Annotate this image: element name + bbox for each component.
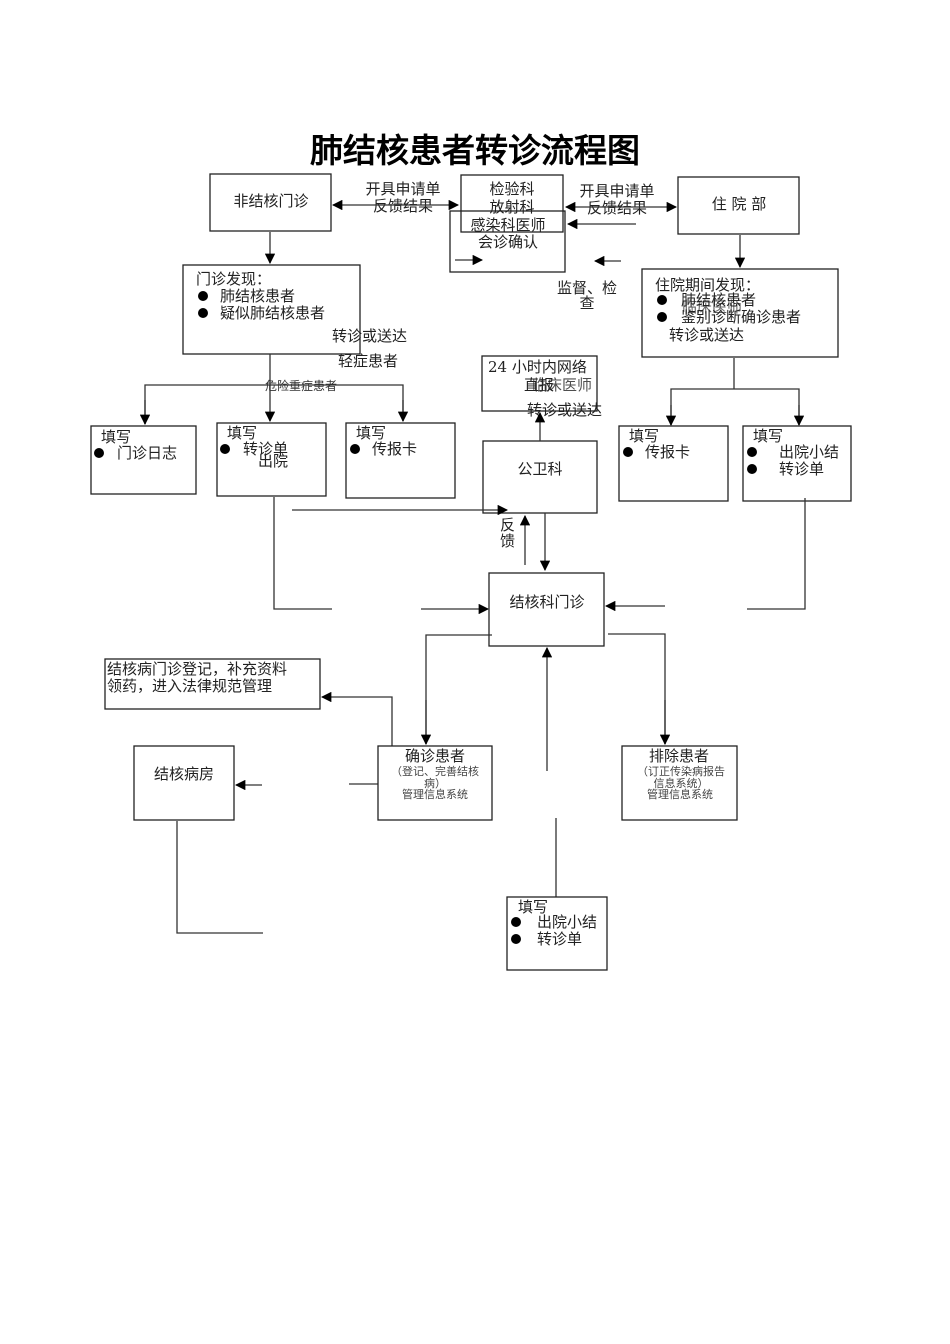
confirmed-sub: （登记、完善结核 — [391, 764, 479, 778]
node-outpatient-findings: 门诊发现： 肺结核患者 疑似肺结核患者 — [182, 264, 361, 355]
findings-item: 疑似肺结核患者 — [220, 304, 325, 322]
excluded-sub: （订正传染病报告 — [637, 764, 725, 778]
findings-heading: 住院期间发现： — [655, 276, 760, 294]
node-fill-referral: 填写 转诊单 出院 — [216, 422, 327, 497]
registration-line: 领药，进入法律规范管理 — [107, 677, 272, 695]
bullet-icon — [198, 291, 208, 301]
findings-footer: 转诊或送达 — [669, 326, 744, 344]
node-inpatient: 住 院 部 — [677, 176, 800, 235]
fill-item: 转诊单 — [537, 930, 582, 948]
line-to-excluded — [608, 633, 666, 744]
node-non-tb-clinic: 非结核门诊 — [209, 173, 332, 232]
node-fill-log: 填写 门诊日志 — [90, 425, 197, 495]
arrow-to-registration — [320, 691, 393, 746]
findings-overlay: 临床医师 — [682, 298, 742, 316]
branch-line — [670, 388, 800, 425]
bullet-icon — [511, 934, 521, 944]
node-label: 会诊确认 — [478, 233, 538, 251]
fill-item: 出院小结 — [779, 443, 839, 461]
node-lab-radiology: 检验科 放射科 — [460, 174, 564, 233]
node-fill-discharge-bottom: 填写 出院小结 转诊单 — [506, 896, 608, 971]
report-overlay: 临床医师 — [532, 376, 592, 394]
findings-item: 肺结核患者 — [220, 287, 295, 305]
node-label: 非结核门诊 — [233, 192, 308, 210]
node-inpatient-findings: 住院期间发现： 肺结核患者 临床医师 鉴别诊断确诊患者 转诊或送达 — [641, 268, 839, 358]
confirmed-heading: 确诊患者 — [405, 747, 465, 765]
node-label: 放射科 — [489, 198, 534, 216]
line-discharge-down — [747, 498, 806, 610]
bullet-icon — [657, 295, 667, 305]
bullet-icon — [511, 917, 521, 927]
line-referral-down — [273, 497, 332, 610]
node-label: 结核病房 — [154, 765, 214, 783]
fill-heading: 填写 — [227, 424, 257, 442]
fill-item: 门诊日志 — [117, 444, 177, 462]
excluded-sub: 信息系统） — [654, 776, 709, 790]
node-label: 感染科医师 — [470, 216, 545, 234]
fill-item: 出院小结 — [537, 913, 597, 931]
fill-heading: 填写 — [101, 428, 131, 446]
label-mild: 轻症患者 — [338, 352, 398, 370]
label-feedback: 反 — [500, 516, 515, 534]
node-confirmed: 确诊患者 （登记、完善结核 病） 管理信息系统 — [377, 745, 493, 821]
label-apply-left: 开具申请单 — [365, 180, 440, 198]
line-to-confirmed — [425, 634, 492, 744]
fill-heading: 填写 — [753, 427, 783, 445]
label-supervise-2: 查 — [579, 294, 594, 312]
report-line2: 直报 — [524, 376, 554, 394]
node-label: 检验科 — [489, 180, 534, 198]
node-excluded: 排除患者 （订正传染病报告 信息系统） 管理信息系统 — [621, 745, 738, 821]
report-line1: 24 小时内网络 — [488, 358, 587, 376]
excluded-heading: 排除患者 — [649, 747, 709, 765]
findings-item: 鉴别诊断确诊患者 — [681, 308, 801, 326]
bullet-icon — [747, 464, 757, 474]
label-refer-or-send: 转诊或送达 — [332, 327, 407, 345]
fill-heading: 填写 — [356, 424, 386, 442]
fill-overlay: 出院 — [258, 452, 288, 470]
bullet-icon — [747, 447, 757, 457]
node-report-24h: 24 小时内网络 直报 临床医师 — [481, 355, 598, 412]
label-feedback-right: 反馈结果 — [587, 199, 647, 217]
fill-item: 传报卡 — [372, 440, 417, 458]
page-title: 肺结核患者转诊流程图 — [310, 131, 640, 170]
node-tb-registration: 结核病门诊登记，补充资料 领药，进入法律规范管理 — [104, 658, 321, 710]
node-fill-discharge-right: 填写 出院小结 转诊单 — [742, 425, 852, 502]
node-public-health: 公卫科 — [482, 440, 598, 514]
node-label: 结核科门诊 — [509, 593, 584, 611]
bullet-icon — [198, 308, 208, 318]
fill-heading: 填写 — [518, 898, 548, 916]
node-tb-ward: 结核病房 — [133, 745, 235, 821]
findings-heading: 门诊发现： — [196, 270, 271, 288]
fill-item: 转诊单 — [779, 460, 824, 478]
node-tb-clinic: 结核科门诊 — [488, 572, 605, 647]
bullet-icon — [220, 444, 230, 454]
label-supervise: 监督、检 — [557, 279, 617, 297]
node-label: 公卫科 — [517, 460, 562, 478]
label-refer-or-send-2: 转诊或送达 — [527, 401, 602, 419]
line-ward-down — [176, 821, 263, 934]
fill-item: 传报卡 — [645, 443, 690, 461]
node-fill-report-left: 填写 传报卡 — [345, 422, 456, 499]
label-feedback-2: 馈 — [500, 532, 515, 550]
node-label: 住 院 部 — [712, 195, 767, 213]
bullet-icon — [623, 447, 633, 457]
label-feedback-left: 反馈结果 — [373, 197, 433, 215]
label-apply-right: 开具申请单 — [579, 182, 654, 200]
confirmed-sub: 管理信息系统 — [402, 787, 468, 801]
bullet-icon — [657, 312, 667, 322]
confirmed-sub: 病） — [424, 776, 446, 790]
bullet-icon — [350, 444, 360, 454]
findings-item: 肺结核患者 — [681, 291, 756, 309]
node-fill-report-right: 填写 传报卡 — [618, 425, 729, 502]
bullet-icon — [94, 448, 104, 458]
node-infection-doctor: 感染科医师 会诊确认 — [449, 210, 566, 273]
registration-line: 结核病门诊登记，补充资料 — [107, 660, 287, 678]
fill-heading: 填写 — [629, 427, 659, 445]
fill-item: 转诊单 — [243, 440, 288, 458]
excluded-sub: 管理信息系统 — [647, 787, 713, 801]
